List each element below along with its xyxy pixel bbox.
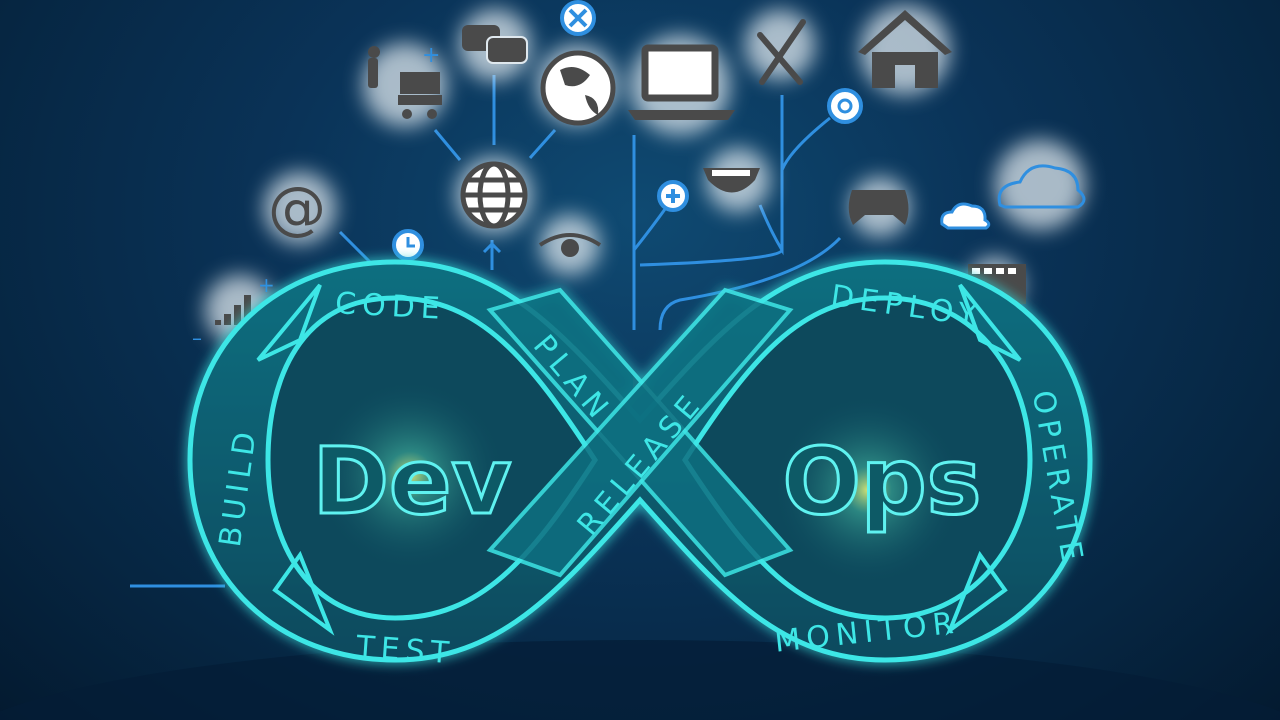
- at-sign-icon: @: [268, 174, 326, 242]
- clock-icon: [392, 229, 424, 261]
- svg-text:–: –: [192, 326, 202, 350]
- shopping-cart-icon: +: [368, 43, 442, 119]
- target-icon: [827, 88, 863, 124]
- stage-test: TEST: [354, 630, 456, 672]
- fork-knife-icon: [757, 19, 806, 85]
- cloud-small-icon: [940, 202, 991, 230]
- stage-code: CODE: [334, 286, 446, 327]
- globe-earth-icon: [540, 50, 616, 126]
- cloud-large-icon: [997, 164, 1086, 209]
- connector-lines: [130, 75, 842, 588]
- svg-text:@: @: [268, 174, 326, 242]
- web-globe-icon: [460, 161, 528, 229]
- gamepad-icon: [848, 190, 909, 225]
- svg-text:+: +: [258, 273, 275, 297]
- dev-label: Dev: [313, 428, 512, 535]
- ops-core-glow: [773, 395, 963, 585]
- svg-text:+: +: [422, 43, 440, 68]
- home-icon: [858, 10, 952, 88]
- eye-icon: [538, 233, 602, 257]
- chat-bubbles-icon: [462, 25, 528, 64]
- arrow-up-icon: [482, 241, 502, 262]
- bar-chart-icon: + –: [192, 273, 275, 350]
- floor: [0, 640, 1280, 720]
- plus-circle-icon: [657, 180, 689, 212]
- mouth-icon: [703, 168, 760, 193]
- laptop-icon: [628, 44, 735, 120]
- location-pin-icon: [560, 0, 596, 36]
- dev-core-glow: [315, 380, 505, 570]
- ops-label: Ops: [783, 428, 982, 535]
